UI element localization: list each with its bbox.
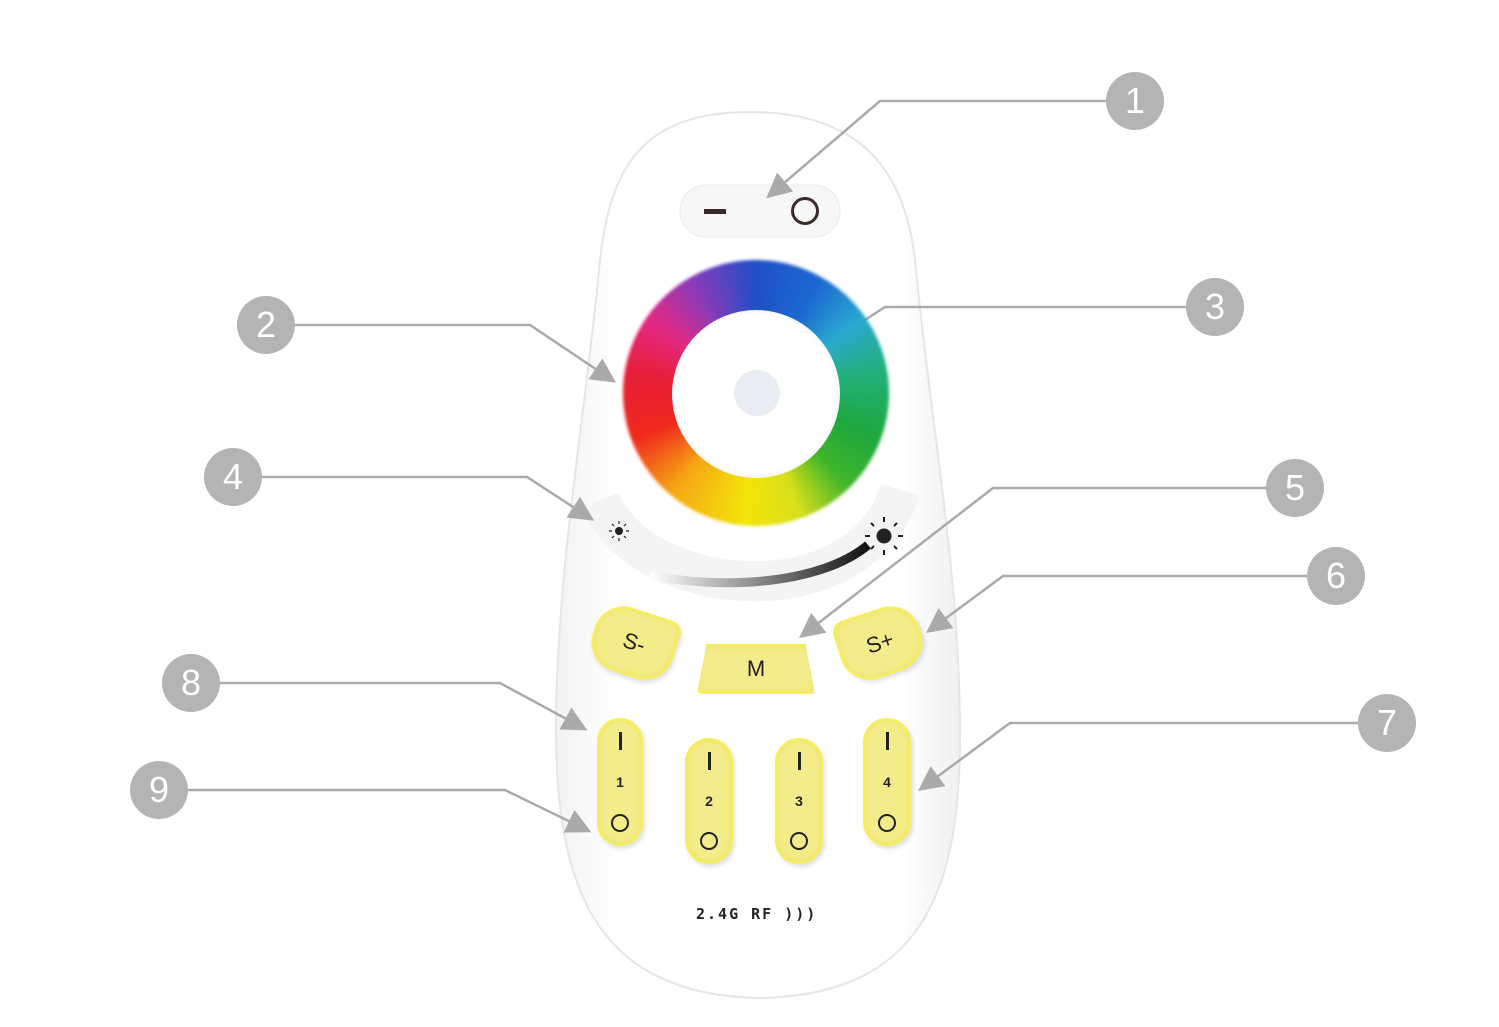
leader-8 (219, 681, 588, 731)
white-mode-button[interactable] (734, 370, 780, 416)
zone-on-icon (618, 732, 622, 750)
callout-6: 6 (1307, 547, 1365, 605)
power-on-button[interactable] (785, 193, 825, 229)
callout-3: 3 (1186, 278, 1244, 336)
leader-7 (917, 721, 1359, 791)
zone-4-button[interactable]: 4 (863, 718, 911, 846)
zone-on-icon (797, 751, 801, 770)
callout-8: 8 (162, 654, 220, 712)
power-off-symbol (704, 208, 726, 214)
callout-7: 7 (1358, 694, 1416, 752)
leader-2 (294, 323, 617, 383)
callout-1: 1 (1106, 72, 1164, 130)
leader-6 (925, 574, 1308, 633)
zone-3-button[interactable]: 3 (775, 738, 823, 864)
leader-4 (261, 475, 595, 521)
wireless-signal-icon: ))) (773, 905, 818, 923)
callout-2: 2 (237, 296, 295, 354)
zone-off-icon (700, 832, 718, 851)
brightness-high-icon (865, 517, 903, 555)
zone-2-button[interactable]: 2 (685, 738, 733, 864)
zone-on-icon (885, 732, 889, 750)
power-on-symbol (791, 197, 819, 225)
leader-5 (799, 486, 1267, 639)
brightness-low-icon (609, 521, 629, 541)
leader-1 (766, 99, 1107, 199)
callout-4: 4 (204, 448, 262, 506)
zone-on-icon (707, 751, 711, 770)
callout-5: 5 (1266, 459, 1324, 517)
mode-button[interactable]: M (697, 644, 815, 694)
zone-off-icon (611, 814, 629, 832)
leader-9 (187, 788, 592, 833)
brightness-slider-gradient (649, 541, 871, 588)
zone-1-button[interactable]: 1 (597, 718, 643, 846)
power-off-button[interactable] (695, 193, 735, 229)
rf-label: 2.4G RF ))) (696, 905, 818, 923)
zone-off-icon (878, 814, 896, 832)
zone-off-icon (790, 832, 808, 851)
callout-9: 9 (130, 761, 188, 819)
